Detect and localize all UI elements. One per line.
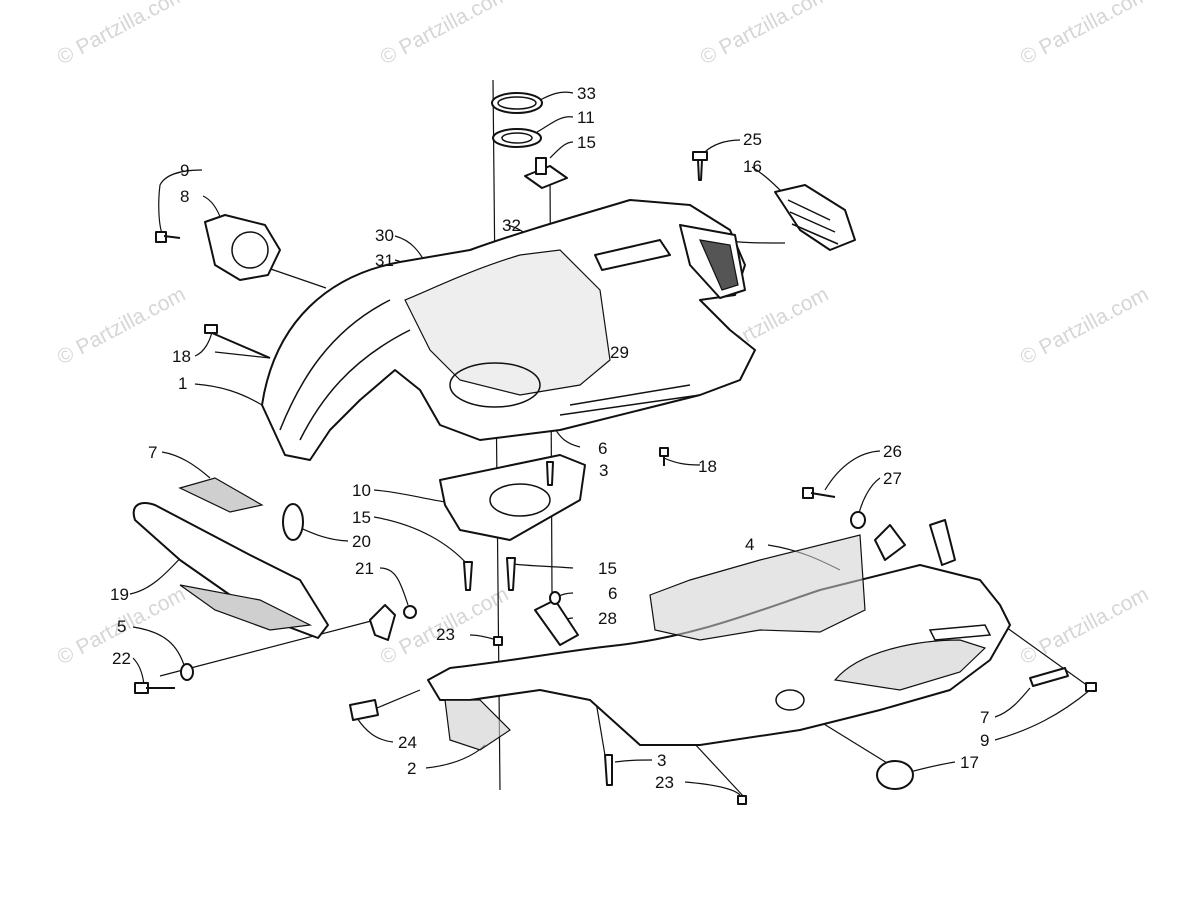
callout-8: 7 [980, 708, 989, 727]
washer-part-27 [850, 511, 866, 529]
callout-25: 25 [743, 130, 762, 149]
callout-14: 15 [577, 133, 596, 152]
clamp-part-20 [282, 503, 304, 541]
callout-7: 7 [148, 443, 157, 462]
screw-part-25 [692, 151, 708, 181]
clip-part-24 [349, 699, 379, 721]
foam-part-4 [649, 534, 866, 641]
watermark: © Partzilla.com [697, 0, 833, 69]
gasket-part-13 [492, 128, 542, 148]
fitting-part-10 [204, 214, 281, 281]
callout-17: 17 [960, 753, 979, 772]
callout-28: 28 [598, 609, 617, 628]
rivet-part-3 [604, 754, 613, 786]
screw-part-22 [134, 682, 175, 694]
callout-22: 22 [112, 649, 131, 668]
bolt-part-26 [802, 487, 836, 499]
callout-33: 31 [375, 251, 394, 270]
callout-19: 19 [110, 585, 129, 604]
watermark: © Partzilla.com [54, 283, 190, 370]
parts [132, 92, 1097, 805]
callout-20: 20 [352, 532, 371, 551]
screw-part-23 [493, 636, 503, 646]
callout-9: 9 [980, 731, 989, 750]
callout-31: 30 [375, 226, 394, 245]
watermark: © Partzilla.com [377, 0, 513, 69]
callout-30: 32 [502, 216, 521, 235]
callout-26: 26 [883, 442, 902, 461]
rivet-part-15 [506, 557, 516, 591]
plate-part-8 [1029, 667, 1069, 687]
washer-part-5 [180, 663, 194, 681]
watermark: © Partzilla.com [54, 0, 190, 69]
callout-15: 15 [598, 559, 617, 578]
rivet-part-15 [463, 561, 473, 591]
washer-part-6 [549, 591, 561, 605]
watermark: © Partzilla.com [1017, 583, 1153, 670]
rivet-part-3 [546, 461, 554, 486]
callout-21: 21 [355, 559, 374, 578]
callout-32: 33 [577, 84, 596, 103]
callout-12: 10 [352, 481, 371, 500]
callout-29: 29 [610, 343, 629, 362]
screw-part-18 [659, 447, 669, 466]
callout-3: 3 [657, 751, 666, 770]
callout-1: 1 [178, 374, 187, 393]
callout-13: 11 [577, 108, 595, 127]
pad-part-7 [178, 477, 264, 513]
callout-6: 6 [598, 439, 607, 458]
callout-6: 6 [608, 584, 617, 603]
clip-part-21 [369, 604, 396, 641]
callout-23: 23 [436, 625, 455, 644]
watermark: © Partzilla.com [1017, 283, 1153, 370]
callout-5: 5 [117, 617, 126, 636]
callout-16: 16 [743, 157, 762, 176]
screw-part-9 [1085, 682, 1097, 692]
plate-part-12 [439, 454, 586, 541]
callout-18: 18 [172, 347, 191, 366]
callout-18: 18 [698, 457, 717, 476]
callout-4: 4 [745, 535, 754, 554]
callout-11: 9 [180, 161, 189, 180]
callout-10: 8 [180, 187, 189, 206]
callout-3: 3 [599, 461, 608, 480]
screw-part-23 [737, 795, 747, 805]
plug-part-17 [876, 760, 914, 790]
callout-23: 23 [655, 773, 674, 792]
callout-labels: 33 11 15 25 16 9 8 32 30 31 29 18 1 6 7 … [110, 84, 989, 792]
callout-2: 2 [407, 759, 416, 778]
callout-24: 24 [398, 733, 417, 752]
strap-part-28 [534, 599, 579, 646]
screw-part-11 [155, 231, 181, 243]
vent-part-16 [774, 184, 856, 251]
callout-27: 27 [883, 469, 902, 488]
screw-part-18 [204, 324, 271, 359]
callout-15: 15 [352, 508, 371, 527]
watermark: © Partzilla.com [1017, 0, 1153, 69]
ring-part-32 [491, 92, 543, 114]
